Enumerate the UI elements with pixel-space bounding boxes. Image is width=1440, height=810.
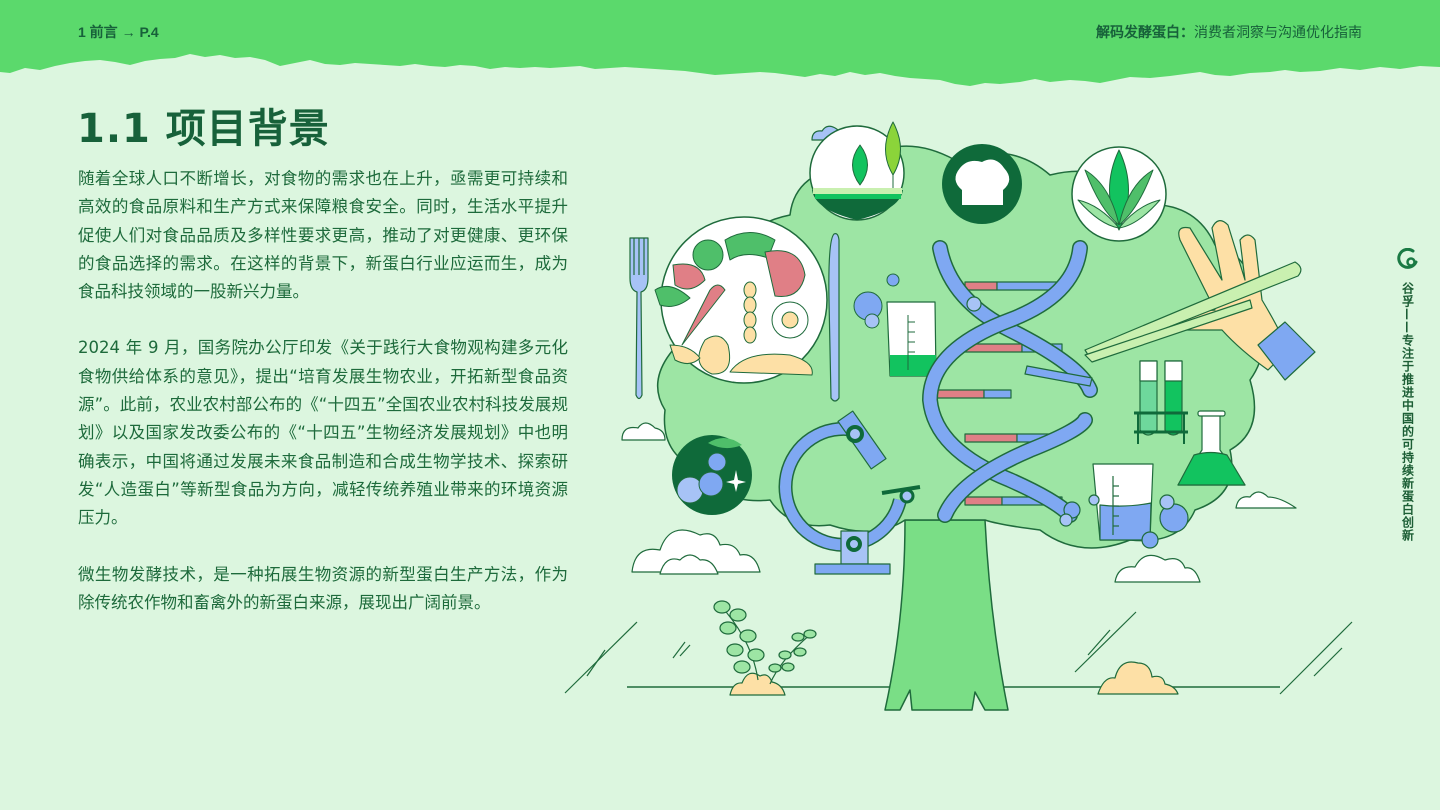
plant-sprig-icon [713,600,817,685]
fork-icon [629,237,649,400]
food-plate-icon [654,216,828,384]
torn-edge-shape [0,0,1440,86]
dna-helix-icon [922,240,1098,527]
measuring-spoons-icon [672,435,752,515]
beaker-icon [1088,463,1189,549]
motion-lines-icon [564,611,1353,695]
body-text: 随着全球人口不断增长，对食物的需求也在上升，亟需更可持续和高效的食品原料和生产方… [78,165,568,645]
document-title: 解码发酵蛋白：消费者洞察与沟通优化指南 [1096,22,1362,42]
leaves-icon [1071,146,1167,242]
sand-mound-icon [729,661,1179,696]
flask-icon [1177,410,1246,486]
paragraph-1: 随着全球人口不断增长，对食物的需求也在上升，亟需更可持续和高效的食品原料和生产方… [78,169,568,302]
page-title: 1.1 项目背景 [77,106,330,152]
gufu-logo-icon [1397,248,1418,269]
document-title-subtitle: 消费者洞察与沟通优化指南 [1194,25,1362,41]
paragraph-2: 2024 年 9 月，国务院办公厅印发《关于践行大食物观构建多元化食物供给体系的… [78,338,568,528]
hero-illustration [560,110,1360,720]
side-brand: 谷孚——专注于推进中国的可持续新蛋白创新 [1396,248,1420,542]
nature-landscape-icon [809,121,905,221]
test-tubes-icon [1134,360,1188,444]
knife-icon [828,233,840,402]
chef-hat-icon [942,144,1022,224]
breadcrumb[interactable]: 1 前言 → P.4 [78,24,159,40]
header-band [0,0,1440,90]
hand-tweezers-icon [1084,220,1316,381]
measuring-cup-icon [853,273,937,377]
microscope-icon [778,410,921,575]
document-title-bold: 解码发酵蛋白： [1096,25,1194,41]
paragraph-3: 微生物发酵技术，是一种拓展生物资源的新型蛋白生产方法，作为除传统农作物和畜禽外的… [78,564,568,612]
side-brand-text: 谷孚——专注于推进中国的可持续新蛋白创新 [1400,282,1415,542]
tree-trunk-shape [884,519,1009,711]
